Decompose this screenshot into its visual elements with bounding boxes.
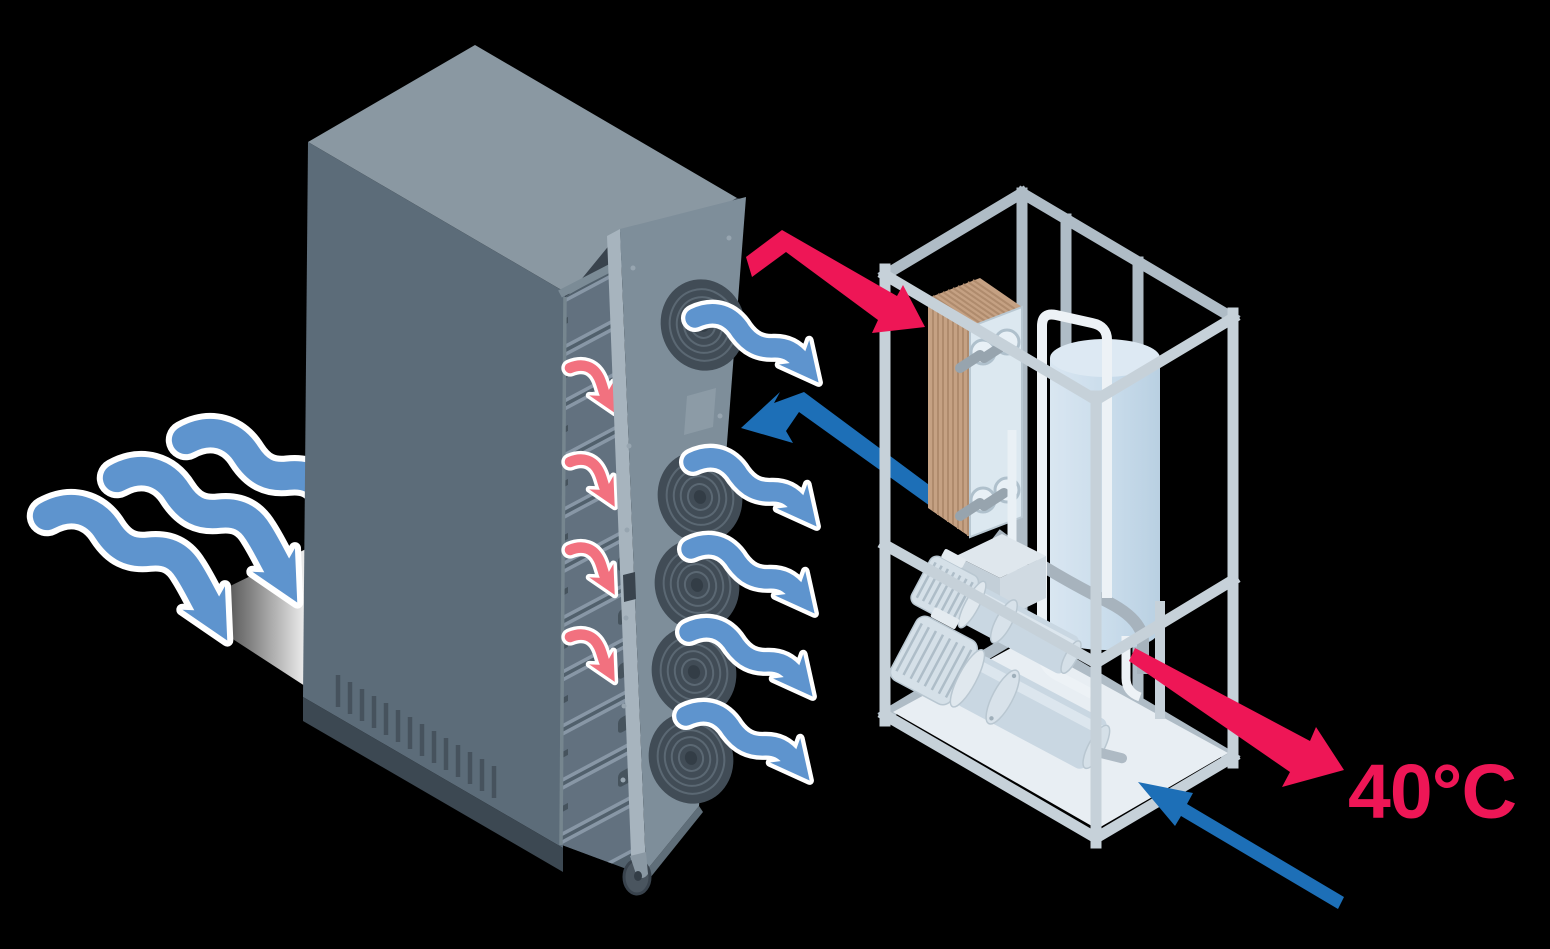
door-bottom-edge (646, 806, 703, 878)
caster-wheel (622, 852, 652, 896)
facility-water-inlet-arrow (1138, 782, 1344, 909)
facility-hot-water-outlet-arrow (1129, 648, 1344, 787)
door-handle (623, 572, 636, 602)
temperature-label: 40°C (1348, 749, 1516, 835)
rack-front-face (303, 142, 570, 848)
door-inner-edge (607, 229, 646, 879)
cold-water-return-arrow (741, 392, 948, 516)
hot-water-supply-arrow (746, 230, 925, 333)
pump-2 (889, 607, 1127, 770)
rear-door-heat-exchanger (607, 197, 758, 896)
cdu-unit (877, 185, 1241, 849)
cdu-frame-front (877, 263, 1241, 849)
door-sticker (684, 388, 716, 435)
rack-base (303, 697, 563, 872)
rack-vents (335, 675, 497, 798)
